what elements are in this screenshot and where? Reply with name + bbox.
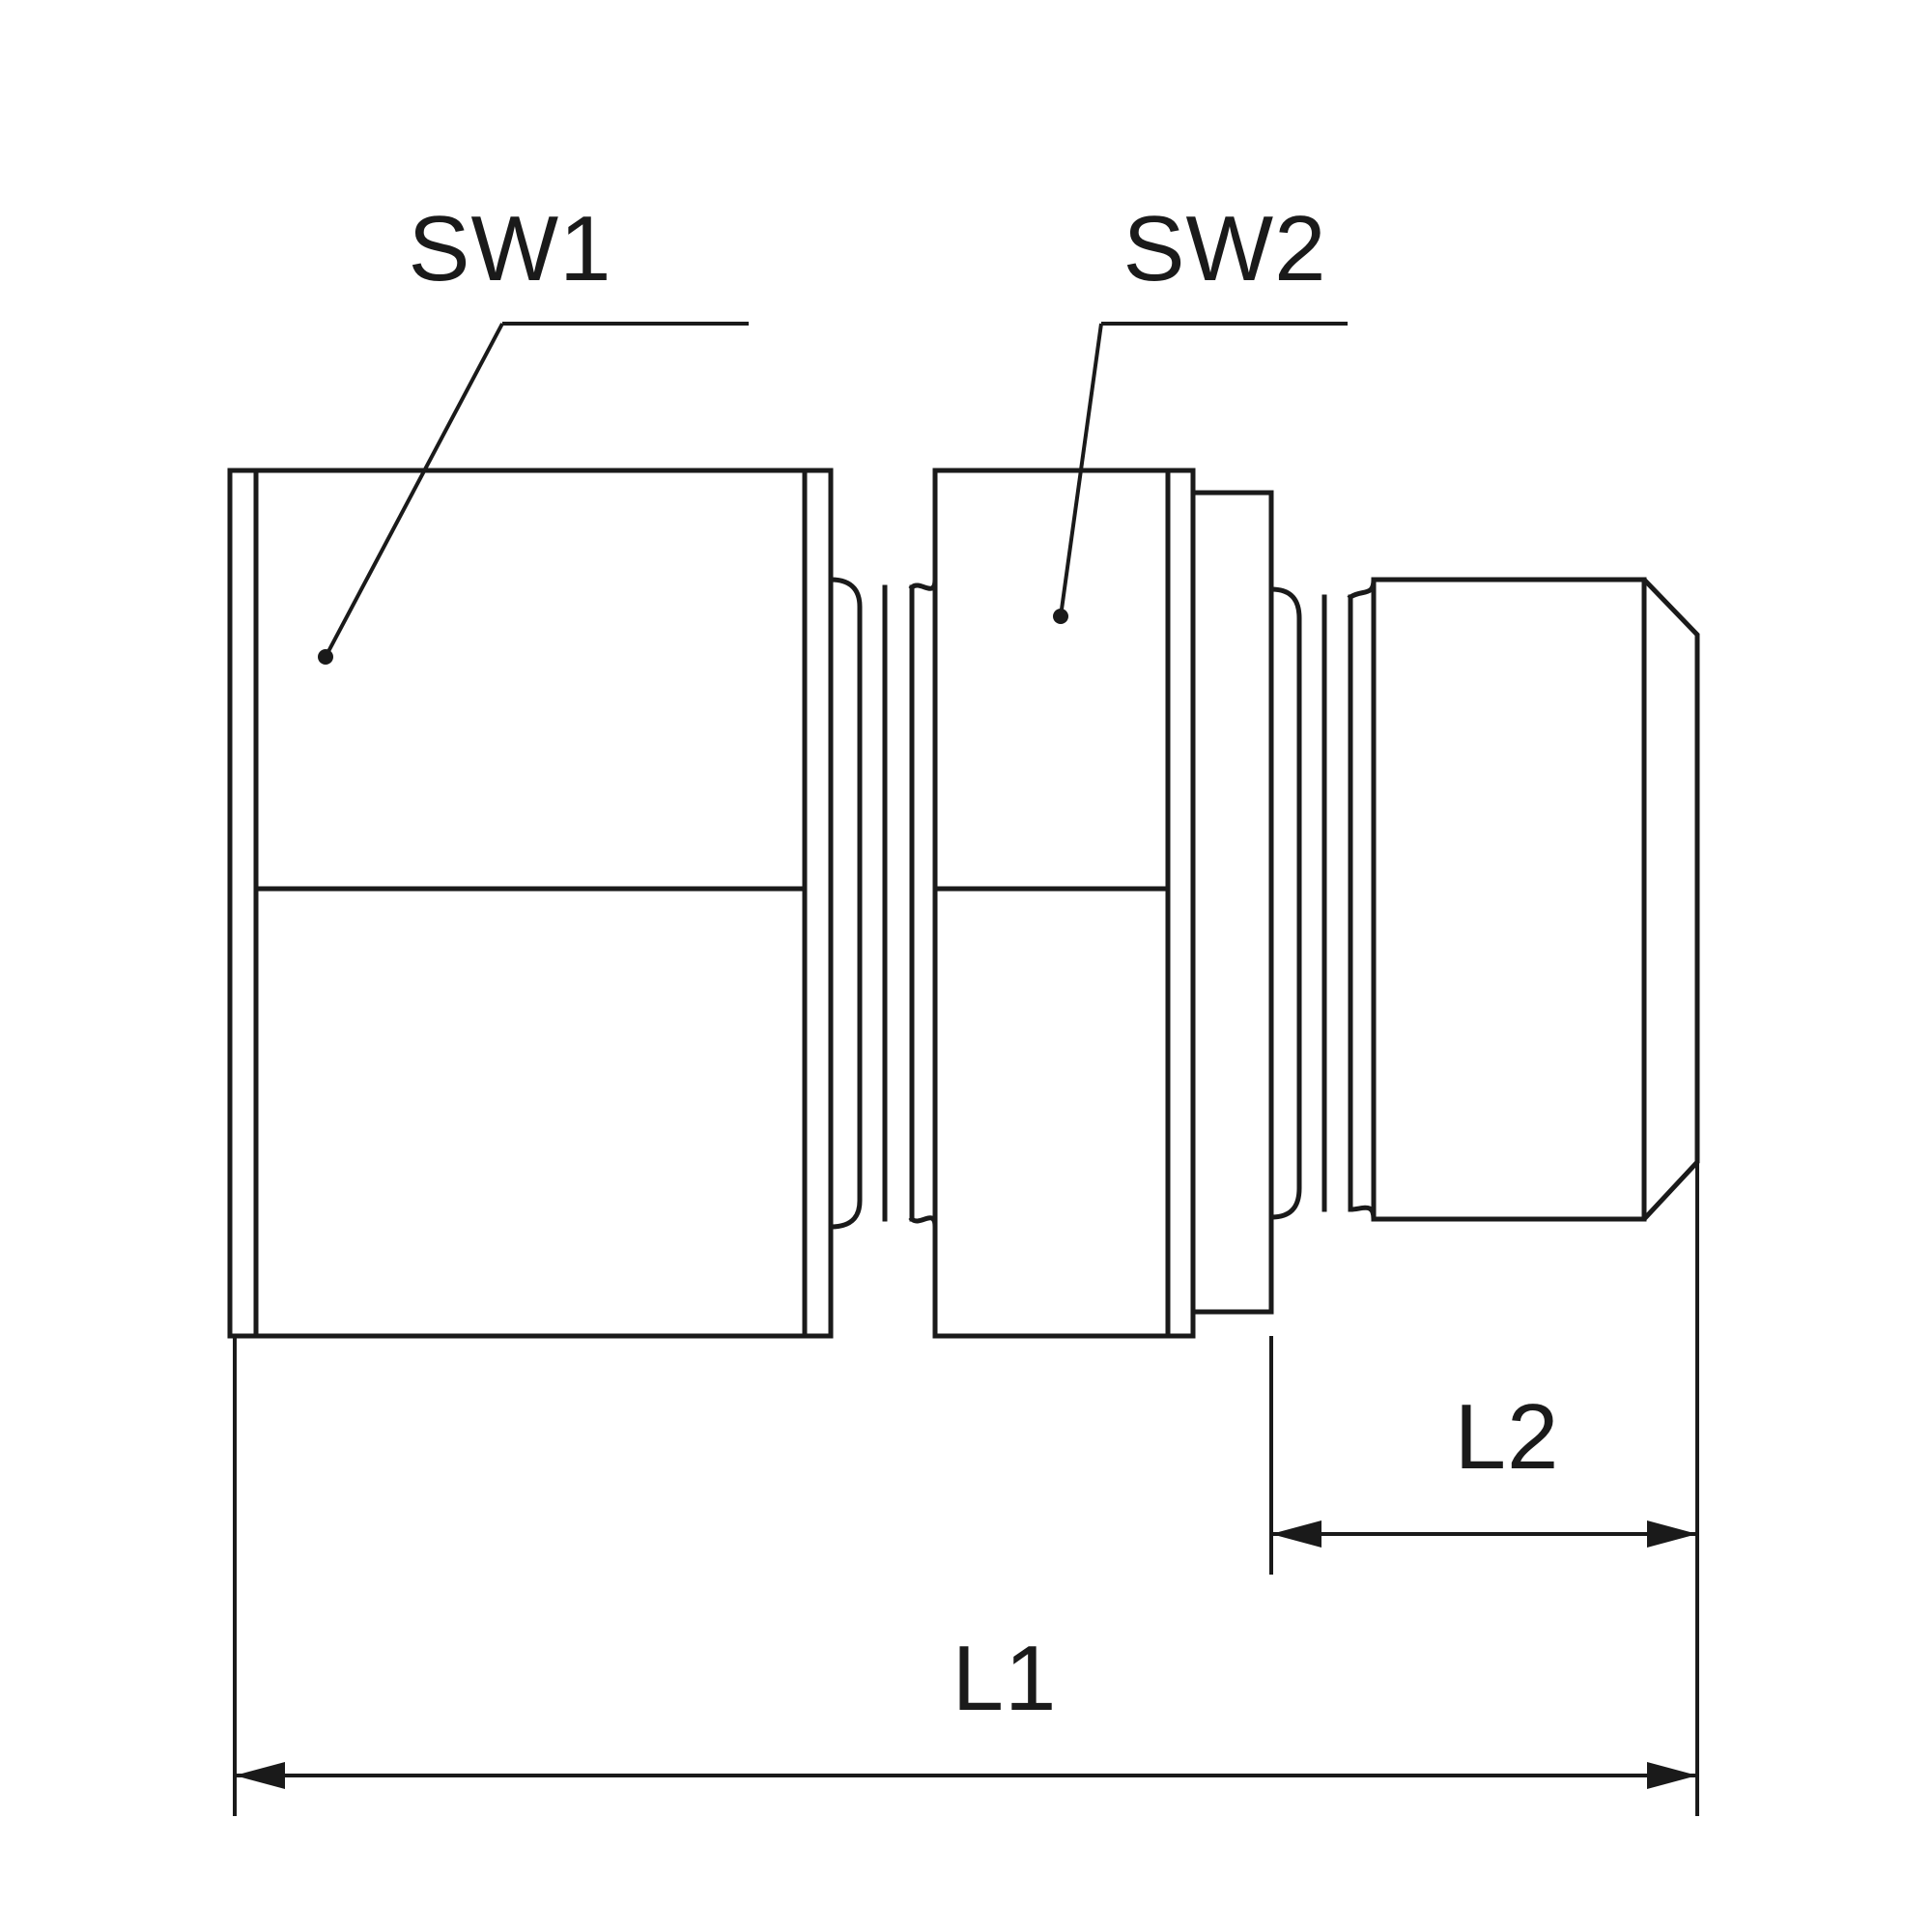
groove1-lower-fillet bbox=[908, 1215, 938, 1230]
sw1-label: SW1 bbox=[408, 197, 611, 300]
groove2-right-curve bbox=[1347, 577, 1377, 601]
hex2-outline bbox=[932, 468, 1196, 1339]
sw2-leader-dot bbox=[1053, 609, 1068, 624]
hex1-outline bbox=[227, 468, 834, 1339]
l2-arrow-left bbox=[1271, 1520, 1321, 1548]
stud-outline bbox=[1371, 577, 1700, 1222]
sw1-leader-dot bbox=[318, 649, 333, 665]
sw2-leader bbox=[1059, 323, 1103, 617]
groove1-upper-fillet bbox=[908, 577, 938, 591]
l1-arrow-left bbox=[235, 1762, 285, 1789]
groove2-right-curve-lower bbox=[1348, 1205, 1377, 1222]
sw1-leader bbox=[324, 323, 504, 658]
l1-arrow-right bbox=[1647, 1762, 1697, 1789]
collar-outline bbox=[1190, 490, 1274, 1315]
groove1-top-left-curve bbox=[828, 577, 863, 1230]
dimension-l1: L1 bbox=[233, 1336, 1699, 1816]
dimension-l2: L2 bbox=[1269, 1162, 1699, 1575]
groove2-left-curve bbox=[1268, 586, 1302, 1220]
callout-sw1: SW1 bbox=[318, 197, 749, 665]
l2-arrow-right bbox=[1647, 1520, 1697, 1548]
sw2-label: SW2 bbox=[1122, 197, 1326, 300]
l2-label: L2 bbox=[1455, 1385, 1560, 1489]
l1-label: L1 bbox=[952, 1627, 1058, 1730]
callout-sw2: SW2 bbox=[1053, 197, 1348, 624]
part-outline-group bbox=[227, 468, 1700, 1339]
